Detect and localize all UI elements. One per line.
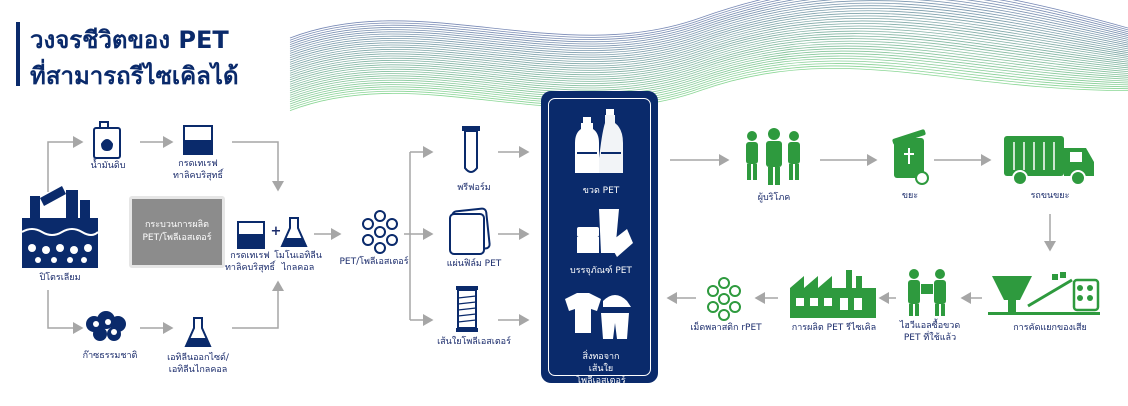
branch-line: [404, 152, 411, 320]
pet-polyester-label: PET/โพลีเอสเตอร์: [339, 257, 409, 267]
fiber-spool-icon: [456, 286, 478, 332]
products-panel-border: [548, 98, 651, 376]
wave-line: [289, 10, 1128, 61]
wave-line: [289, 0, 1128, 43]
packaging-icon: [577, 209, 633, 257]
wave-line: [289, 23, 1128, 72]
wave-line: [289, 2, 1128, 54]
wave-line: [289, 0, 1128, 41]
film-label: แผ่นฟิล์ม PET: [446, 259, 502, 269]
wave-line: [289, 68, 1128, 111]
textile-label: สิ่งทอจาก เส้นใยโพลีเอสเตอร์: [576, 352, 626, 386]
wave-line: [289, 48, 1128, 94]
wave-line: [289, 50, 1128, 96]
wave-line: [289, 33, 1128, 81]
consumers-icon: [746, 128, 800, 185]
packaging-label: บรรจุภัณฑ์ PET: [570, 266, 632, 276]
wave-line: [289, 25, 1128, 74]
wave-line: [289, 15, 1128, 65]
arrow-petroleum-to-gas: [47, 290, 84, 334]
title-line-2: ที่สามารถรีไซเคิลได้: [30, 62, 239, 90]
wave-line: [289, 0, 1128, 52]
wave-line: [289, 55, 1128, 100]
wave-line: [289, 63, 1128, 107]
refinery-icon: [21, 186, 99, 268]
recycle-label: การผลิต PET รีไซเคิล: [791, 323, 877, 333]
flask-icon-eo: [184, 317, 212, 347]
meg-label: โมโนเอทิลีน ไกลคอล: [274, 251, 322, 273]
film-sheet-icon: [449, 207, 491, 255]
arrow-pta-to-process: [232, 141, 284, 192]
process-label: กระบวนการผลิต PET/โพลีเอสเตอร์: [142, 220, 212, 243]
rpet-label: เม็ดพลาสติก rPET: [690, 323, 762, 333]
garbage-truck-icon: [1004, 136, 1094, 186]
products-panel-icons: [565, 109, 633, 339]
process-box: กระบวนการผลิต PET/โพลีเอสเตอร์: [129, 196, 225, 268]
fiber-label: เส้นใยโพลีเอสเตอร์: [437, 337, 511, 347]
wave-line: [289, 38, 1128, 85]
arrow-eo-to-meg: [232, 280, 284, 329]
plus-sign: +: [270, 224, 282, 239]
bottle-label: ขวด PET: [582, 186, 620, 196]
pellets-icon: [362, 210, 398, 254]
wave-line: [289, 17, 1128, 67]
title-line-1: วงจรชีวิตของ PET: [30, 26, 229, 54]
crude-oil-label: น้ำมันดิบ: [90, 161, 126, 171]
wave-line: [289, 12, 1128, 63]
truck-label: รถขนขยะ: [1030, 191, 1070, 201]
preform-icon: [462, 126, 480, 173]
waste-label: ขยะ: [901, 191, 919, 201]
wave-line: [289, 40, 1128, 87]
flask-icon: [280, 217, 308, 247]
wave-line: [289, 20, 1128, 70]
wave-line: [289, 0, 1128, 45]
textile-icon: [565, 293, 631, 339]
gas-cloud-icon: [86, 311, 126, 341]
wave-line: [289, 0, 1128, 48]
wave-line: [289, 30, 1128, 78]
waste-bin-icon: [892, 129, 929, 185]
wave-line: [289, 7, 1128, 59]
oil-can-icon: [93, 121, 121, 159]
collection-label: ไฮวีแอลซื้อขวด PET ที่ใช้แล้ว: [899, 321, 961, 343]
bottles-icon: [575, 109, 623, 173]
arrow-petroleum-to-crudeoil: [47, 136, 84, 192]
wave-line: [289, 5, 1128, 56]
wave-line: [289, 0, 1128, 50]
wave-line: [289, 0, 1128, 39]
collection-handoff-icon: [908, 269, 946, 316]
products-panel: ขวด PET บรรจุภัณฑ์ PET สิ่งทอจาก เส้นใยโ…: [541, 91, 658, 386]
beaker-icon-2: [237, 221, 265, 249]
beaker-icon: [183, 125, 213, 155]
title-accent-bar: [16, 22, 20, 86]
preform-label: พรีฟอร์ม: [457, 183, 491, 193]
sorting-facility-icon: [988, 272, 1100, 315]
wave-line: [289, 53, 1128, 98]
eo-label: เอทิลีนออกไซด์/ เอทิลีนไกลคอล: [167, 353, 229, 375]
wave-line: [289, 35, 1128, 83]
wave-line: [289, 45, 1128, 92]
sorting-label: การคัดแยกของเสีย: [1013, 323, 1087, 333]
consumer-label: ผู้บริโภค: [757, 193, 791, 203]
pta2-label: กรดเทเรฟ ทาลิคบริสุทธิ์: [225, 251, 275, 273]
wave-line: [289, 28, 1128, 76]
recycling-factory-icon: [790, 270, 876, 318]
pta-label: กรดเทเรฟ ทาลิคบริสุทธิ์: [173, 159, 223, 181]
rpet-pellets-icon: [707, 277, 741, 321]
wave-line: [289, 58, 1128, 103]
petroleum-label: ปิโตรเลียม: [39, 273, 81, 283]
natural-gas-label: ก๊าซธรรมชาติ: [82, 351, 138, 361]
wave-line: [289, 43, 1128, 89]
wave-line: [289, 60, 1128, 105]
wave-line: [289, 65, 1128, 109]
